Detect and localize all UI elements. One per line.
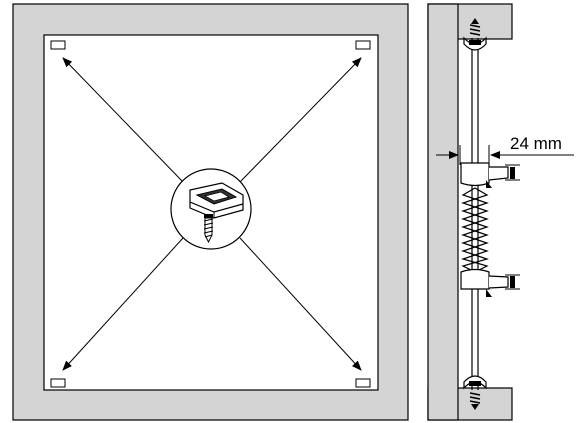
spring-icon: [460, 187, 490, 273]
corner-pad-icon: [355, 378, 371, 388]
corner-pad-icon: [355, 40, 371, 50]
clip-icon: [460, 268, 520, 297]
side-frame: [427, 3, 459, 421]
arrow-bottom-right: [239, 237, 362, 371]
mounting-clip-icon: [170, 168, 252, 250]
screw-icon: [463, 375, 487, 410]
dimension-label: 24 mm: [510, 134, 562, 153]
arrow-top-left: [62, 57, 184, 183]
screw-icon: [463, 18, 487, 51]
side-view: 24 mm: [427, 3, 574, 421]
front-view: [12, 3, 409, 421]
dimension-indicator: 24 mm: [436, 134, 574, 165]
corner-pad-icon: [50, 40, 66, 50]
corner-pad-icon: [50, 378, 66, 388]
arrow-bottom-left: [62, 237, 184, 371]
clip-icon: [460, 162, 520, 188]
arrow-top-right: [239, 57, 362, 183]
